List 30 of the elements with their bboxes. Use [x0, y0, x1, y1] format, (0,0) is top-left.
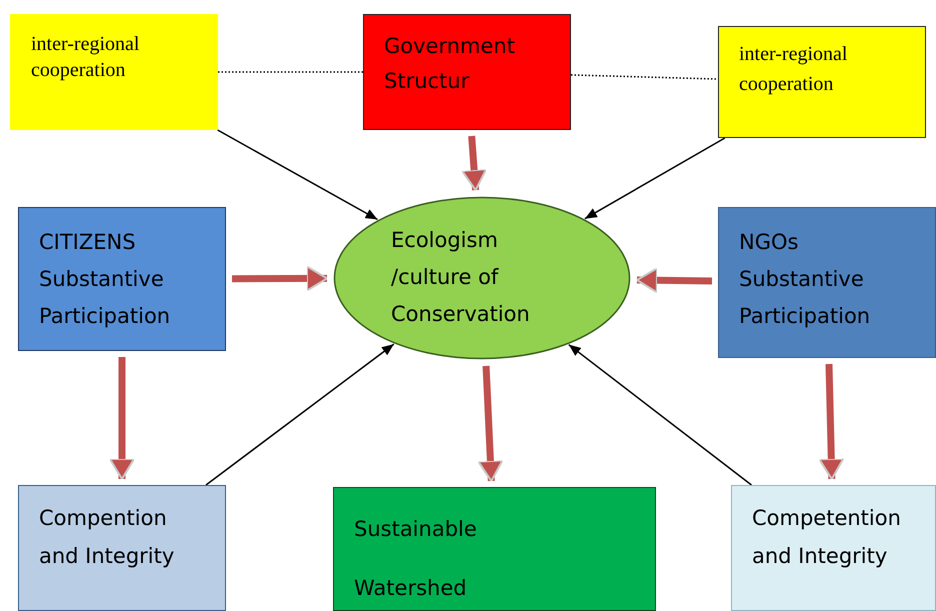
- central-ellipse: [333, 196, 631, 360]
- node-label: NGOs Substantive Participation: [739, 229, 872, 330]
- block-arrow: [477, 366, 504, 482]
- participant-box: [18, 207, 226, 351]
- node-label: Sustainable Watershed: [354, 516, 478, 602]
- node-label: inter-regional cooperation: [739, 42, 848, 97]
- block-arrow: [461, 136, 488, 192]
- arrow: [568, 344, 752, 486]
- government-box: [363, 14, 571, 130]
- node-label: Compention and Integrity: [39, 505, 176, 570]
- node-label: Competention and Integrity: [752, 505, 902, 570]
- arrow: [584, 137, 726, 220]
- outcome-box: [731, 485, 936, 611]
- block-arrow: [232, 265, 328, 292]
- block-arrow: [636, 267, 712, 294]
- outcome-box: [333, 487, 656, 611]
- block-arrow: [109, 357, 135, 480]
- node-label: CITIZENS Substantive Participation: [39, 229, 172, 330]
- node-label: inter-regional cooperation: [31, 32, 140, 83]
- block-arrow: [818, 364, 844, 480]
- participant-box: [718, 207, 936, 358]
- connector-line: [570, 74, 718, 80]
- outcome-box: [18, 485, 226, 611]
- arrow: [206, 344, 394, 486]
- arrow: [217, 129, 378, 220]
- cooperation-box: [10, 14, 218, 130]
- connector-line: [218, 71, 363, 73]
- node-label: Ecologism /culture of Conservation: [391, 227, 531, 328]
- node-label: Government Structur: [384, 33, 516, 95]
- cooperation-box: [718, 26, 926, 138]
